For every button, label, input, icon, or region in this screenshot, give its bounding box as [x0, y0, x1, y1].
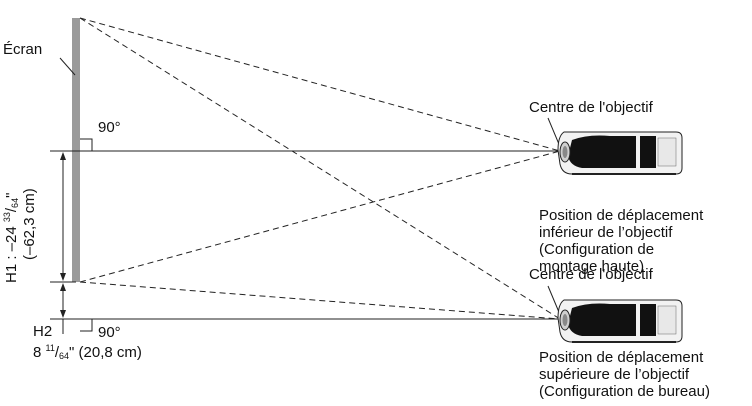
h1-numerator: 33 [2, 212, 12, 223]
caption-line: (Configuration de [539, 241, 655, 258]
screen-bar [72, 18, 80, 282]
h1-prefix: H1 : –24 [3, 222, 20, 283]
h1-label: H1 : –24 33/64" [2, 192, 20, 283]
h2-arrow-up [60, 283, 66, 291]
right-angle-bottom [80, 319, 93, 332]
caption-line: Position de déplacement [539, 207, 704, 224]
caption-line: inférieur de l’objectif [539, 224, 673, 241]
h2-whole: 8 [33, 344, 46, 361]
angle-label-top: 90° [98, 119, 121, 136]
caption-line: Position de déplacement [539, 349, 704, 366]
h2-suffix: " (20,8 cm) [69, 344, 142, 361]
projector-icon [557, 299, 683, 343]
h1-arrow-down [60, 273, 66, 281]
caption-line: supérieure de l’objectif [539, 366, 690, 383]
caption-line: montage haute) [539, 258, 645, 275]
h2-label: H2 [33, 323, 53, 340]
h2-numerator: 11 [45, 343, 55, 353]
h1-metric-label: (–62,3 cm) [21, 188, 38, 260]
screen-pointer [59, 57, 76, 76]
h1-denominator: 64 [10, 197, 20, 208]
h2-arrow-down [60, 310, 66, 318]
projection-ray-top-upper [79, 17, 561, 152]
projection-ray-top-lower [79, 150, 561, 283]
projection-ray-bottom-lower [79, 281, 561, 320]
caption-lens-shift-down: Position de déplacement inférieur de l’o… [539, 207, 703, 275]
lens-center-label-bottom: Centre de l'objectif [529, 266, 653, 283]
projection-ray-bottom-upper [79, 17, 561, 320]
lens-center-label-top: Centre de l'objectif [529, 99, 653, 116]
screen-label: Écran [3, 41, 43, 58]
h2-value-label: 8 11/64" (20,8 cm) [33, 343, 142, 361]
h2-denominator: 64 [59, 351, 70, 361]
h1-arrow-up [60, 152, 66, 160]
caption-lens-shift-up: Position de déplacement supérieure de l’… [539, 349, 710, 400]
angle-label-bottom: 90° [98, 324, 121, 341]
projector-icon [557, 131, 683, 175]
caption-line: (Configuration de bureau) [539, 383, 710, 400]
right-angle-top [80, 138, 93, 151]
